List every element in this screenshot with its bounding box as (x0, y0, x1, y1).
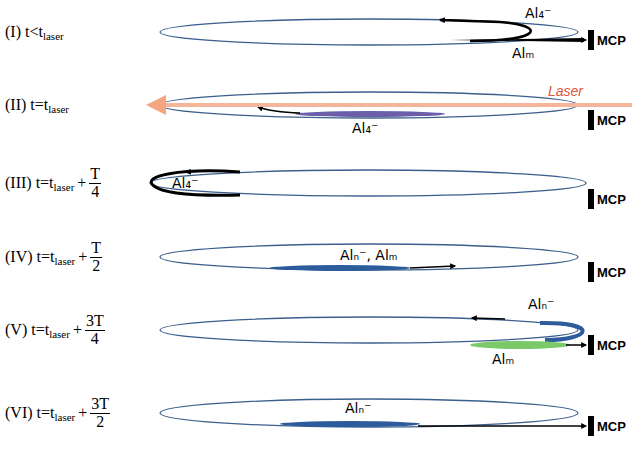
subscript: laser (43, 31, 64, 42)
detector-label: MCP (597, 266, 626, 279)
fraction-numerator: T (90, 166, 100, 182)
ion-trajectory (566, 344, 586, 346)
time-label: (VI) t=t (5, 405, 54, 421)
storage-ring (150, 19, 586, 427)
ion-bunch (270, 265, 410, 271)
ion-label: Alₙ⁻ (345, 401, 371, 415)
fraction-denominator: 2 (92, 258, 100, 274)
laser-beam (150, 103, 632, 107)
subscript: laser (54, 182, 75, 193)
plus-sign: + (78, 405, 87, 421)
time-label: (IV) t=t (5, 249, 54, 265)
subscript: laser (54, 256, 75, 267)
ion-trajectory (410, 266, 455, 268)
subscript: laser (48, 104, 69, 115)
ion-trajectory (258, 107, 300, 113)
ion-trajectory (418, 425, 586, 427)
detector-label: MCP (597, 339, 626, 352)
subscript: laser (54, 412, 75, 423)
fraction-bar (85, 330, 105, 331)
ion-bunch (470, 341, 570, 349)
ion-bunch (540, 323, 583, 340)
fraction-bar (90, 257, 102, 258)
fraction-numerator: 3T (86, 313, 104, 329)
ion-label: Al₄⁻ (352, 121, 378, 135)
fraction-denominator: 4 (91, 331, 99, 347)
plus-sign: + (73, 322, 82, 338)
laser-label: Laser (548, 84, 583, 98)
ion-bunch (295, 111, 445, 117)
ion-trajectory (560, 39, 586, 41)
time-label: (V) t=t (5, 322, 49, 338)
ion-trajectory (472, 318, 505, 319)
fraction-bar (90, 413, 110, 414)
fraction-bar (89, 183, 101, 184)
plus-sign: + (77, 175, 86, 191)
ion-label: Alₘ (512, 46, 534, 60)
detector-label: MCP (597, 34, 626, 47)
time-label: (I) t<t (5, 24, 43, 40)
subscript: laser (49, 329, 70, 340)
ion-bunch (280, 421, 420, 427)
time-label: (III) t=t (5, 175, 54, 191)
ion-trajectory (440, 20, 531, 41)
ion-label: Alₙ⁻ (528, 297, 554, 311)
detector-label: MCP (597, 193, 626, 206)
fraction-denominator: 2 (96, 414, 104, 430)
fraction-numerator: T (91, 240, 101, 256)
detector-label: MCP (597, 114, 626, 127)
ion-label: Al₄⁻ (525, 6, 551, 20)
ion-label: Al₄⁻ (172, 176, 198, 190)
ion-label: Alₙ⁻, Alₘ (340, 248, 398, 262)
ion-bunch (151, 171, 240, 195)
detector-label: MCP (597, 420, 626, 433)
plus-sign: + (78, 249, 87, 265)
time-label: (II) t=t (5, 97, 48, 113)
ion-trajectory (186, 171, 205, 172)
ion-label: Alₘ (492, 352, 514, 366)
fraction-numerator: 3T (91, 396, 109, 412)
fraction-denominator: 4 (91, 184, 99, 200)
mcp-detector (588, 30, 594, 436)
